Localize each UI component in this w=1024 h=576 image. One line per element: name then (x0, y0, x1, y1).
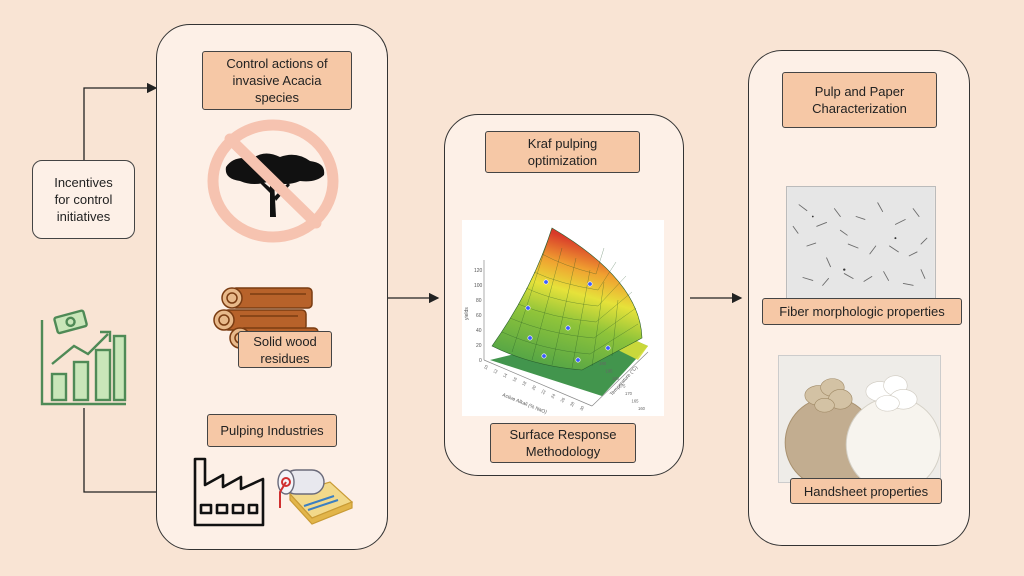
money-growth-chart-icon (40, 309, 127, 406)
incentives-box: Incentives for control initiatives (32, 160, 135, 239)
fiber-morphologic-label: Fiber morphologic properties (762, 298, 962, 325)
z-tick: 40 (476, 328, 482, 334)
x-tick: 18 (521, 380, 528, 387)
pulp-paper-characterization-label: Pulp and Paper Characterization (782, 72, 937, 128)
y-tick: 160 (638, 406, 646, 411)
surface-response-label: Surface Response Methodology (490, 423, 636, 463)
y-tick: 175 (619, 384, 627, 389)
x-tick: 12 (492, 367, 499, 374)
y-tick: 170 (625, 391, 633, 396)
y-tick: 190 (599, 361, 607, 366)
y-tick: 185 (606, 369, 614, 374)
x-tick: 26 (559, 396, 566, 403)
paper-roll-icon (277, 469, 354, 525)
kraft-pulping-label: Kraf pulping optimization (485, 131, 640, 173)
z-tick: 0 (479, 358, 482, 364)
control-actions-label: Control actions of invasive Acacia speci… (202, 51, 352, 110)
x-tick: 16 (511, 376, 518, 383)
x-tick: 20 (531, 384, 538, 391)
solid-wood-label: Solid wood residues (238, 331, 332, 368)
pulping-industries-label: Pulping Industries (207, 414, 337, 447)
y-tick: 180 (612, 376, 620, 381)
handsheet-properties-label: Handsheet properties (790, 478, 942, 504)
arrow-incentives-bottom (83, 408, 156, 493)
x-tick: 22 (540, 388, 547, 395)
z-tick: 120 (474, 268, 483, 274)
z-tick: 60 (476, 313, 482, 319)
x-tick: 24 (550, 392, 557, 399)
no-tree-icon (207, 119, 339, 243)
arrow-incentives-top (83, 82, 158, 160)
x-tick: 10 (483, 363, 490, 370)
surface-response-plot: 120 100 80 60 40 20 0 yields Active Alka… (462, 220, 664, 416)
incentives-label: Incentives for control initiatives (54, 175, 113, 224)
factory-icon (193, 457, 265, 527)
z-tick: 20 (476, 343, 482, 349)
x-tick: 30 (579, 404, 586, 411)
x-tick: 28 (569, 400, 576, 407)
z-tick: 100 (474, 283, 483, 289)
y-tick: 165 (632, 399, 640, 404)
handsheet-photo (778, 355, 941, 483)
x-tick: 14 (502, 372, 509, 379)
fiber-micrograph (786, 186, 936, 308)
z-tick: 80 (476, 298, 482, 304)
z-axis-label: yields (464, 307, 470, 320)
